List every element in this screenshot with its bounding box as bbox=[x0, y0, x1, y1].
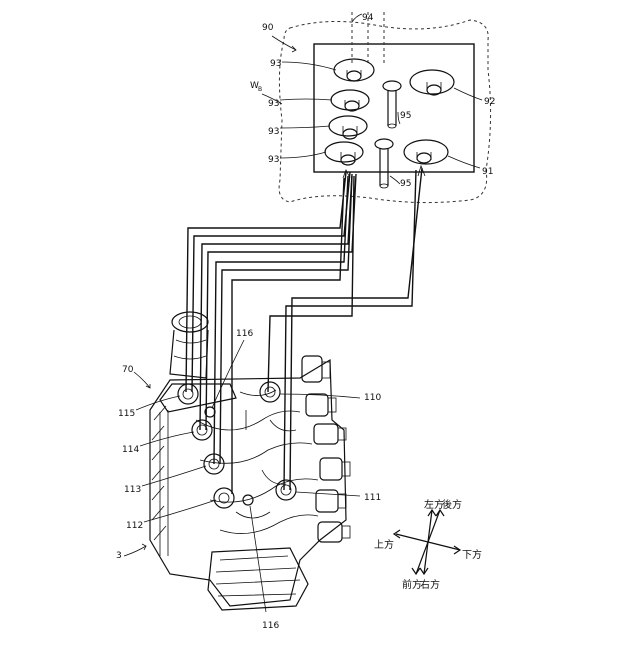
dir-up: 上方 bbox=[374, 538, 394, 551]
label-115: 115 bbox=[118, 409, 135, 419]
connection-tubes bbox=[186, 166, 425, 494]
label-113: 113 bbox=[124, 485, 141, 495]
block-labels: 70 3 115 114 113 112 116 116 110 111 bbox=[116, 329, 381, 631]
dir-down: 下方 bbox=[462, 548, 482, 561]
label-94: 94 bbox=[362, 13, 374, 23]
dir-left: 左方 bbox=[424, 498, 444, 511]
label-work-sub: B bbox=[258, 86, 262, 93]
label-95-upper: 95 bbox=[400, 111, 411, 121]
label-90: 90 bbox=[262, 23, 274, 33]
ports-on-block bbox=[178, 382, 296, 508]
label-111: 111 bbox=[364, 493, 381, 503]
machine-block bbox=[150, 312, 350, 610]
dir-front: 前方 bbox=[402, 578, 422, 591]
label-93-1: 93 bbox=[270, 59, 281, 69]
label-92: 92 bbox=[484, 97, 495, 107]
label-116-top: 116 bbox=[236, 329, 253, 339]
label-70: 70 bbox=[122, 365, 134, 375]
direction-indicator: 上方 下方 左方 後方 前方 右方 bbox=[374, 498, 482, 591]
label-116-bottom: 116 bbox=[262, 621, 279, 631]
label-93-3: 93 bbox=[268, 127, 279, 137]
label-112: 112 bbox=[126, 521, 143, 531]
label-93-4: 93 bbox=[268, 155, 279, 165]
label-95-lower: 95 bbox=[400, 179, 411, 189]
label-3: 3 bbox=[116, 551, 122, 561]
label-91: 91 bbox=[482, 167, 493, 177]
label-114: 114 bbox=[122, 445, 139, 455]
label-110: 110 bbox=[364, 393, 381, 403]
label-93-2: 93 bbox=[268, 99, 279, 109]
dir-rear: 後方 bbox=[442, 498, 462, 511]
dir-right: 右方 bbox=[420, 578, 440, 591]
nozzle-row bbox=[302, 356, 350, 542]
